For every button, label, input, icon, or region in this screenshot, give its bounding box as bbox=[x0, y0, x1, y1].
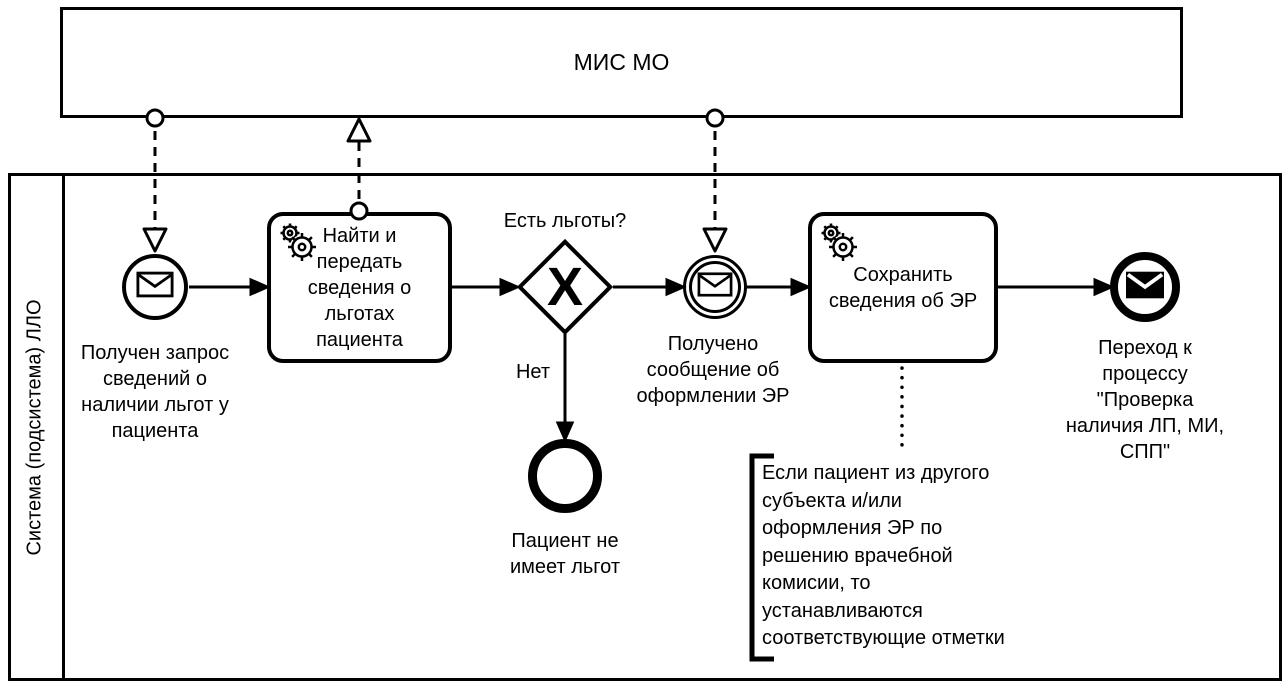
gear-icon bbox=[277, 221, 321, 272]
lane-divider bbox=[62, 173, 65, 681]
task-find-benefits: Найти и передать сведения о льготах паци… bbox=[267, 212, 452, 363]
task-find-benefits-label: Найти и передать сведения о льготах паци… bbox=[307, 224, 412, 351]
message-end-event bbox=[1110, 252, 1180, 322]
pool-mis-mo bbox=[60, 7, 1183, 118]
message-end-event-label: Переход к процессу "Проверка наличия ЛП,… bbox=[1065, 337, 1225, 463]
x-marker-icon: X bbox=[546, 257, 584, 317]
annotation-text: Если пациент из другого субъекта и/или о… bbox=[762, 462, 1005, 649]
pool-system-llo-label-band: Система (подсистема) ЛЛО bbox=[8, 173, 62, 681]
start-event-label: Получен запрос сведений о наличии льгот … bbox=[80, 342, 230, 442]
task-save-er: Сохранить сведения об ЭР bbox=[808, 212, 998, 363]
pool-system-llo bbox=[8, 173, 1282, 681]
end-event-no-benefits-label: Пациент не имеет льгот bbox=[509, 530, 620, 578]
envelope-filled-icon bbox=[1126, 271, 1164, 304]
message-catch-event-label: Получено сообщение об оформлении ЭР bbox=[636, 333, 790, 407]
gateway-question-label: Есть льготы? bbox=[503, 210, 627, 232]
message-catch-event-inner-ring bbox=[689, 261, 741, 313]
envelope-icon bbox=[696, 272, 734, 302]
message-flow-arrow-icon bbox=[346, 117, 372, 143]
gear-icon bbox=[818, 221, 862, 272]
start-message-event bbox=[122, 254, 188, 320]
task-save-er-label: Сохранить сведения об ЭР bbox=[828, 263, 978, 312]
envelope-icon bbox=[136, 271, 174, 303]
message-catch-event bbox=[683, 255, 747, 319]
end-event-no-benefits bbox=[528, 439, 602, 513]
pool-system-llo-title: Система (подсистема) ЛЛО bbox=[23, 298, 46, 556]
no-branch-label: Нет bbox=[515, 361, 550, 383]
pool-mis-mo-title: МИС МО bbox=[573, 49, 670, 75]
